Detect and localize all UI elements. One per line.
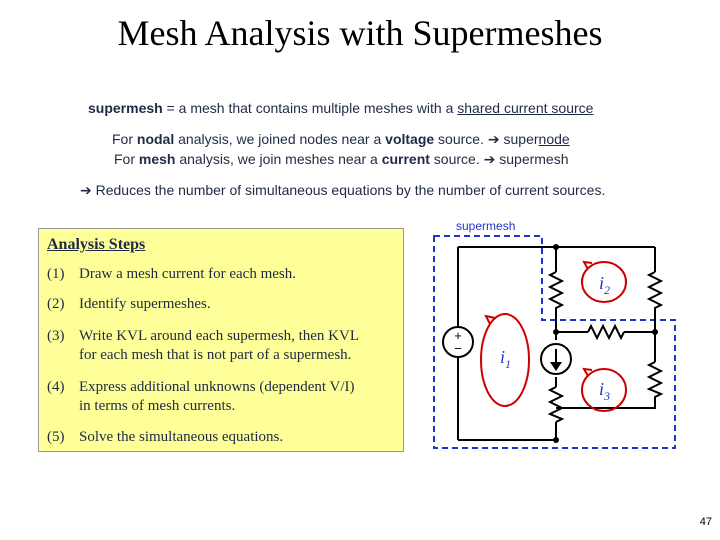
mesh-loop-i3 [581,368,627,412]
mesh-mid1: analysis, we join meshes near a [175,151,382,167]
arrow-icon: ➔ [487,132,500,148]
definition-equals: = [162,100,179,116]
voltage-source-icon [442,326,474,358]
mesh-pre: For [114,151,139,167]
circuit-diagram: supermesh [433,219,676,449]
mesh-loop-i1 [480,313,530,407]
junction-dots [553,244,658,443]
nodal-post: super [499,131,539,147]
step-item: (2) Identify supermeshes. [47,296,211,313]
nodal-bold-voltage: voltage [385,131,435,147]
analysis-steps-box: Analysis Steps (1) Draw a mesh current fo… [38,228,404,452]
reduces-line: ➔ Reduces the number of simultaneous equ… [80,182,605,199]
step-text: Write KVL around each supermesh, then KV… [79,328,359,344]
step-text: Identify supermeshes. [79,296,211,312]
supermesh-label: supermesh [456,219,515,233]
mesh-bold-mesh: mesh [138,151,176,167]
nodal-mid1: analysis, we joined nodes near a [174,131,386,147]
nodal-analysis-line: For nodal analysis, we joined nodes near… [112,131,570,148]
plus-sign: + [454,328,462,343]
step-number: (4) [47,379,65,395]
resistor-top-middle [547,271,565,310]
step-item: (4) Express additional unknowns (dependen… [47,378,355,416]
reduces-text: Reduces the number of simultaneous equat… [91,182,606,198]
mesh-label-i1: i1 [500,347,511,371]
step-text-continued: for each mesh that is not part of a supe… [79,347,352,363]
step-item: (3) Write KVL around each supermesh, then… [47,327,359,365]
nodal-post-underlined: node [538,131,570,147]
page-number: 47 [699,516,712,528]
step-item: (1) Draw a mesh current for each mesh. [47,266,296,283]
supermesh-boundary [433,235,676,449]
nodal-pre: For [112,131,137,147]
step-item: (5) Solve the simultaneous equations. [47,429,283,446]
mesh-bold-current: current [381,151,430,167]
mesh-loops [480,260,627,412]
arrow-icon: ➔ [483,152,496,168]
analysis-steps-title: Analysis Steps [47,236,146,253]
arrow-icon: ➔ [80,183,92,199]
supermesh-definition: supermesh = a mesh that contains multipl… [88,100,593,116]
resistor-bottom-middle [547,386,565,423]
mesh-mid2: source. [429,151,484,167]
current-arrow-head-icon [550,362,562,371]
step-text: Draw a mesh current for each mesh. [79,266,296,282]
page-title: Mesh Analysis with Supermeshes [117,13,603,53]
step-number: (2) [47,296,65,312]
resistor-top-right [646,271,664,310]
mesh-loop-i2 [581,261,627,303]
resistors [547,271,664,423]
definition-text: a mesh that contains multiple meshes wit… [178,100,458,116]
resistor-horizontal [587,323,625,341]
resistor-bottom-right [646,361,664,400]
step-number: (1) [47,266,65,282]
minus-sign: − [454,341,462,356]
nodal-mid2: source. [434,131,488,147]
definition-underlined: shared current source [457,100,594,116]
step-number: (5) [47,429,65,445]
step-text-continued: in terms of mesh currents. [79,398,236,414]
nodal-bold-nodal: nodal [136,131,175,147]
step-number: (3) [47,328,65,344]
definition-term: supermesh [88,100,163,116]
step-text: Express additional unknowns (dependent V… [79,379,355,395]
mesh-label-i2: i2 [599,273,610,297]
step-text: Solve the simultaneous equations. [79,429,284,445]
mesh-analysis-line: For mesh analysis, we join meshes near a… [114,151,569,168]
mesh-label-i3: i3 [599,379,610,403]
mesh-post: supermesh [495,151,569,167]
